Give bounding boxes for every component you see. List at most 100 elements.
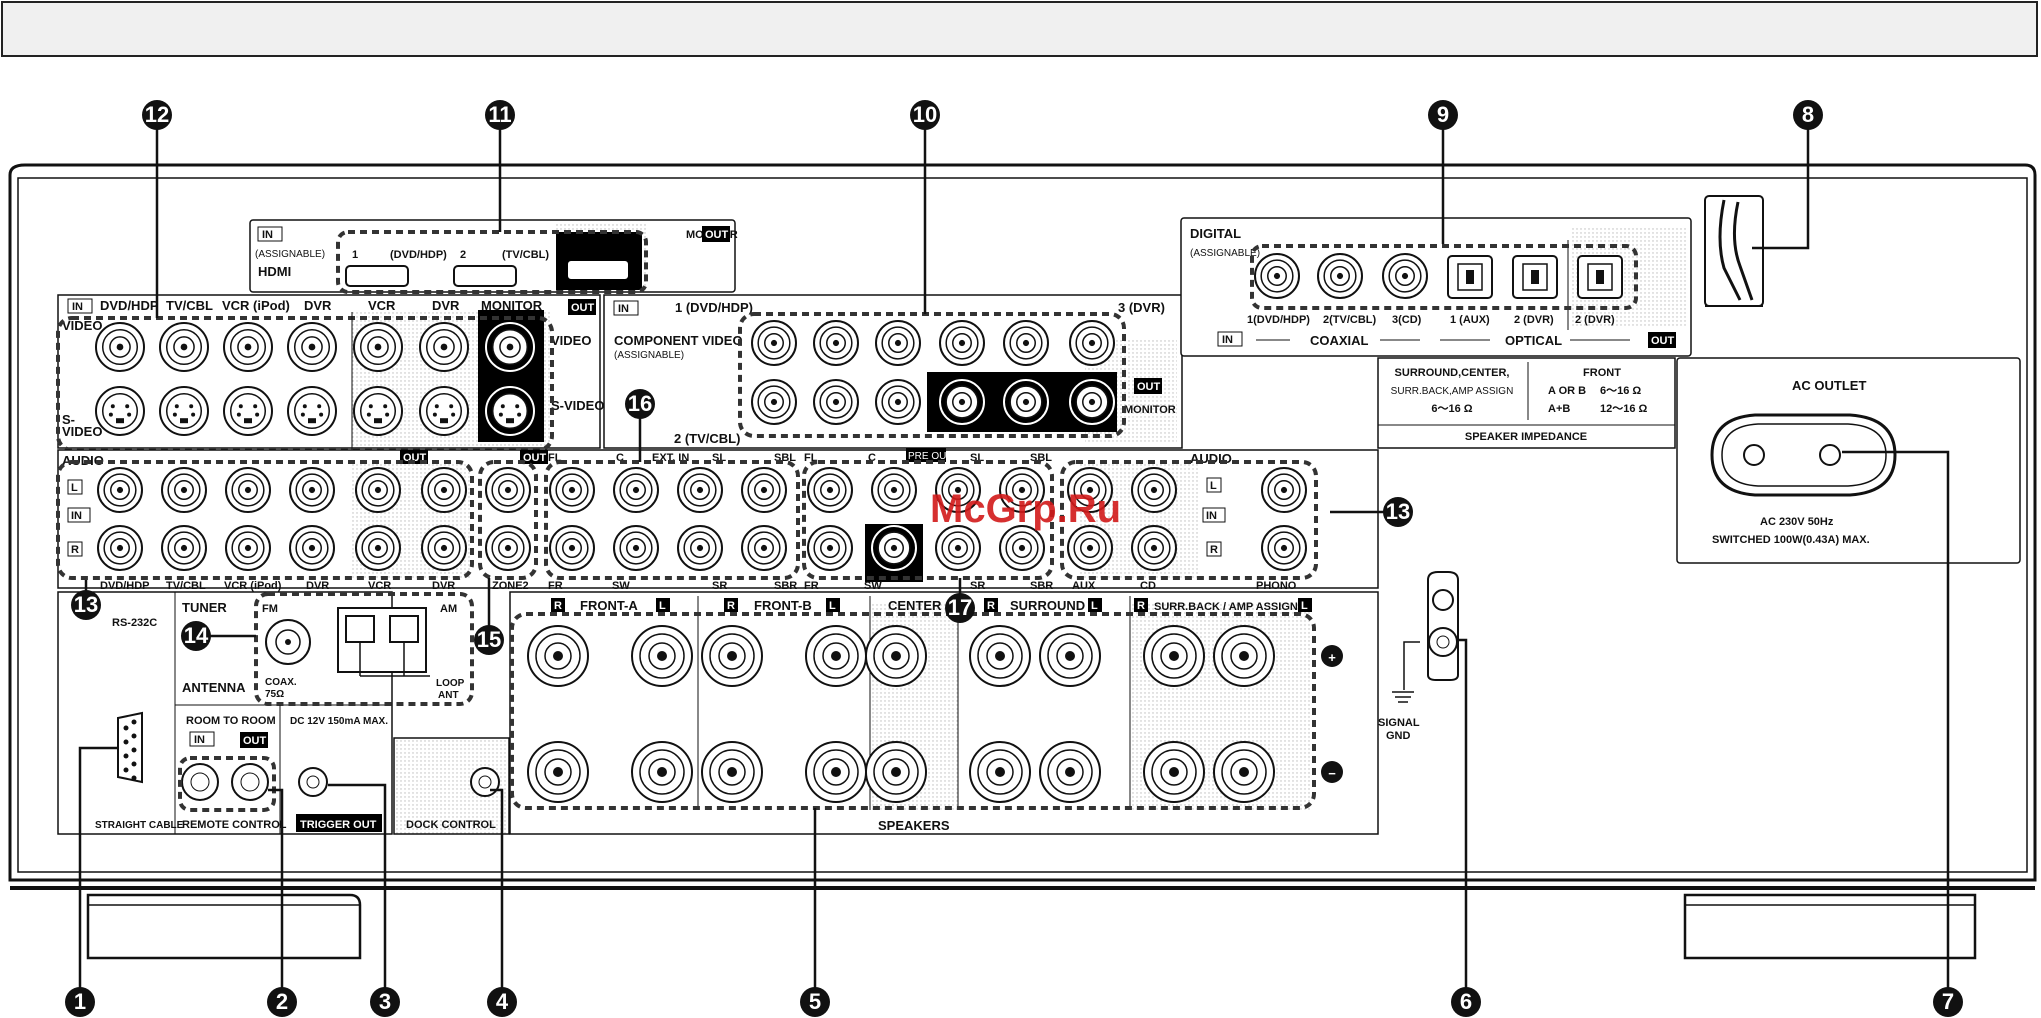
svideo-jack-3[interactable] bbox=[223, 386, 273, 436]
component-jack-top-2[interactable] bbox=[813, 320, 859, 366]
video-jack-6[interactable] bbox=[419, 322, 469, 372]
pre-out-bottom-1[interactable] bbox=[807, 525, 853, 571]
speaker-terminal-minus[interactable] bbox=[805, 741, 867, 803]
optical-digital-jack-3[interactable] bbox=[1577, 255, 1623, 299]
speaker-terminal-minus[interactable] bbox=[969, 741, 1031, 803]
speaker-terminal-plus[interactable] bbox=[1213, 625, 1275, 687]
hdmi-in-2-port[interactable] bbox=[453, 265, 517, 287]
component-jack-bottom-1[interactable] bbox=[751, 379, 797, 425]
audio-in-r-2[interactable] bbox=[161, 525, 207, 571]
impedance-left-line3: 6～16 Ω bbox=[1431, 403, 1472, 415]
pre-out-top-1[interactable] bbox=[807, 467, 853, 513]
component-jack-bottom-4[interactable] bbox=[939, 379, 985, 425]
callout-13: 13 bbox=[1383, 497, 1413, 527]
pre-out-bottom-4[interactable] bbox=[999, 525, 1045, 571]
video-jack-5[interactable] bbox=[353, 322, 403, 372]
pre-out-bottom-2[interactable] bbox=[871, 525, 917, 571]
pre-out-top-2[interactable] bbox=[871, 467, 917, 513]
speaker-terminal-plus[interactable] bbox=[1039, 625, 1101, 687]
ext-in-top-2[interactable] bbox=[613, 467, 659, 513]
component-jack-bottom-3[interactable] bbox=[875, 379, 921, 425]
svideo-jack-7[interactable] bbox=[485, 386, 535, 436]
audio2-r-2[interactable] bbox=[1131, 525, 1177, 571]
svideo-jack-4[interactable] bbox=[287, 386, 337, 436]
audio2-cd: CD bbox=[1140, 580, 1156, 592]
audio2-r-label: R bbox=[1210, 544, 1218, 556]
ext-in-bottom-2[interactable] bbox=[613, 525, 659, 571]
hdmi-monitor-out-port[interactable] bbox=[566, 259, 630, 281]
speaker-terminal-plus[interactable] bbox=[701, 625, 763, 687]
zone2-out-r[interactable] bbox=[485, 525, 531, 571]
optical-digital-jack-2[interactable] bbox=[1512, 255, 1558, 299]
coaxial-digital-jack-3[interactable] bbox=[1382, 253, 1428, 299]
audio-in-r-5[interactable] bbox=[355, 525, 401, 571]
component-jack-top-4[interactable] bbox=[939, 320, 985, 366]
svideo-jack-1[interactable] bbox=[95, 386, 145, 436]
svideo-jack-2[interactable] bbox=[159, 386, 209, 436]
video-jack-2[interactable] bbox=[159, 322, 209, 372]
audio-in-l-1[interactable] bbox=[97, 467, 143, 513]
audio-in-r-1[interactable] bbox=[97, 525, 143, 571]
coaxial-digital-jack-2[interactable] bbox=[1317, 253, 1363, 299]
pre-out-top-4[interactable] bbox=[999, 467, 1045, 513]
ext-in-bottom-1[interactable] bbox=[549, 525, 595, 571]
rs232c-port[interactable] bbox=[117, 711, 143, 784]
ext-in-top-1[interactable] bbox=[549, 467, 595, 513]
audio2-r-1[interactable] bbox=[1067, 525, 1113, 571]
speaker-terminal-minus[interactable] bbox=[865, 741, 927, 803]
speaker-terminal-minus[interactable] bbox=[1143, 741, 1205, 803]
video-jack-7[interactable] bbox=[485, 322, 535, 372]
ac-outlet-socket[interactable] bbox=[1710, 413, 1897, 497]
audio2-l-2[interactable] bbox=[1131, 467, 1177, 513]
svideo-jack-5[interactable] bbox=[353, 386, 403, 436]
speaker-terminal-minus[interactable] bbox=[1213, 741, 1275, 803]
component-jack-top-3[interactable] bbox=[875, 320, 921, 366]
audio-in-l-4[interactable] bbox=[289, 467, 335, 513]
audio-in-l-6[interactable] bbox=[421, 467, 467, 513]
pre-out-bottom-3[interactable] bbox=[935, 525, 981, 571]
component-jack-top-5[interactable] bbox=[1003, 320, 1049, 366]
video-jack-1[interactable] bbox=[95, 322, 145, 372]
speaker-terminal-plus[interactable] bbox=[631, 625, 693, 687]
speaker-terminal-plus[interactable] bbox=[865, 625, 927, 687]
speaker-terminal-minus[interactable] bbox=[1039, 741, 1101, 803]
am-antenna-terminal-2[interactable] bbox=[389, 615, 419, 643]
speaker-terminal-plus[interactable] bbox=[805, 625, 867, 687]
ext-in-top-3[interactable] bbox=[677, 467, 723, 513]
component-jack-bottom-6[interactable] bbox=[1069, 379, 1115, 425]
pre-out-top-3[interactable] bbox=[935, 467, 981, 513]
hdmi-in-1-port[interactable] bbox=[345, 265, 409, 287]
zone2-out-l[interactable] bbox=[485, 467, 531, 513]
audio-in-r-6[interactable] bbox=[421, 525, 467, 571]
audio-in-l-5[interactable] bbox=[355, 467, 401, 513]
audio-in-r-4[interactable] bbox=[289, 525, 335, 571]
speaker-terminal-minus[interactable] bbox=[527, 741, 589, 803]
audio2-l-3[interactable] bbox=[1261, 467, 1307, 513]
ext-in-top-4[interactable] bbox=[741, 467, 787, 513]
surr-back-l-badge: L bbox=[1301, 600, 1308, 612]
component-jack-top-6[interactable] bbox=[1069, 320, 1115, 366]
speaker-terminal-minus[interactable] bbox=[701, 741, 763, 803]
coaxial-digital-jack-1[interactable] bbox=[1254, 253, 1300, 299]
audio-in-l-2[interactable] bbox=[161, 467, 207, 513]
callout-lines bbox=[78, 115, 1950, 1002]
audio-in-r-3[interactable] bbox=[225, 525, 271, 571]
video-jack-4[interactable] bbox=[287, 322, 337, 372]
speaker-terminal-plus[interactable] bbox=[1143, 625, 1205, 687]
am-antenna-terminal-1[interactable] bbox=[345, 615, 375, 643]
rs232-pin bbox=[123, 753, 129, 759]
audio-in-l-3[interactable] bbox=[225, 467, 271, 513]
ext-in-bottom-4[interactable] bbox=[741, 525, 787, 571]
audio2-r-3[interactable] bbox=[1261, 525, 1307, 571]
component-jack-top-1[interactable] bbox=[751, 320, 797, 366]
speaker-terminal-plus[interactable] bbox=[969, 625, 1031, 687]
audio2-l-1[interactable] bbox=[1067, 467, 1113, 513]
optical-digital-jack-1[interactable] bbox=[1447, 255, 1493, 299]
video-jack-3[interactable] bbox=[223, 322, 273, 372]
speaker-terminal-minus[interactable] bbox=[631, 741, 693, 803]
ext-in-bottom-3[interactable] bbox=[677, 525, 723, 571]
speaker-terminal-plus[interactable] bbox=[527, 625, 589, 687]
component-jack-bottom-2[interactable] bbox=[813, 379, 859, 425]
component-jack-bottom-5[interactable] bbox=[1003, 379, 1049, 425]
svideo-jack-6[interactable] bbox=[419, 386, 469, 436]
